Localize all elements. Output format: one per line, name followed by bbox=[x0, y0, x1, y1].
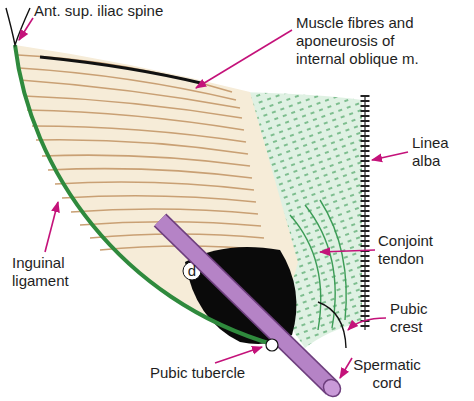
muscle-fibre bbox=[42, 155, 250, 166]
callout-letter: d bbox=[184, 262, 200, 280]
part-label: Pubic crest bbox=[390, 300, 446, 336]
part-label: Linea alba bbox=[412, 134, 464, 170]
leader-line bbox=[372, 152, 408, 160]
muscle-fibre bbox=[24, 96, 242, 118]
leader-line bbox=[215, 347, 262, 363]
muscle-fibre bbox=[62, 196, 256, 202]
leader-line bbox=[45, 202, 58, 252]
muscle-fibre bbox=[55, 182, 254, 190]
internal-oblique-muscle bbox=[15, 45, 298, 345]
iliac-spine-bone bbox=[6, 8, 30, 45]
pubic-crest bbox=[318, 302, 346, 348]
linea-alba bbox=[361, 95, 370, 330]
part-label: Muscle fibres and aponeurosis of interna… bbox=[296, 14, 446, 68]
muscle-fibre bbox=[48, 169, 252, 178]
muscle-fibre bbox=[36, 140, 248, 154]
muscle-fibres bbox=[18, 55, 268, 250]
part-label: Pubic tubercle bbox=[150, 364, 280, 382]
pubic-tubercle bbox=[266, 339, 278, 351]
cord-cut-end bbox=[320, 376, 344, 400]
linea-alba-axis bbox=[364, 95, 365, 330]
part-label: Ant. sup. iliac spine bbox=[34, 2, 234, 20]
leader-line bbox=[320, 250, 375, 252]
part-label: Conjoint tendon bbox=[378, 232, 456, 268]
leader-line bbox=[348, 318, 386, 330]
leader-line bbox=[340, 358, 352, 378]
leader-lines bbox=[19, 18, 408, 378]
leader-line bbox=[19, 18, 33, 40]
inguinal-ligament bbox=[15, 45, 275, 345]
leader-line bbox=[196, 30, 292, 88]
part-label: Spermatic cord bbox=[342, 356, 432, 392]
conjoint-tendon-fibre bbox=[320, 200, 346, 320]
part-label: Inguinal ligament bbox=[12, 254, 90, 290]
muscle-upper-border bbox=[40, 57, 205, 84]
muscle-fibre bbox=[71, 209, 258, 214]
